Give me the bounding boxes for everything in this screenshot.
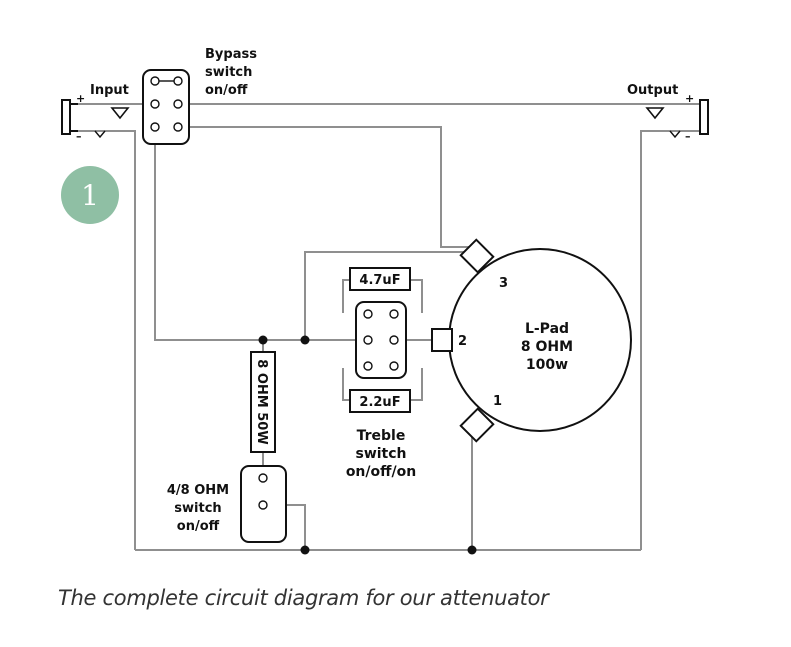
junction-dot [258, 335, 268, 345]
junction-dot [467, 545, 477, 555]
output-plus: + [685, 92, 694, 105]
input-label: Input [90, 83, 129, 98]
step-badge [61, 166, 119, 224]
lpad-terminal-1-label: 1 [493, 394, 502, 409]
lpad-terminal-3-label: 3 [499, 276, 508, 291]
bypass-label-line3: on/off [205, 83, 248, 98]
junction-dot [300, 335, 310, 345]
lpad-terminal-1 [459, 407, 495, 443]
treble-switch [355, 301, 407, 379]
wire-bypass-left [154, 130, 432, 341]
step-badge-number: 1 [81, 179, 99, 212]
wire-cap-top-loop [342, 279, 423, 313]
lpad-terminal-2 [431, 328, 453, 352]
resistor-8ohm [250, 351, 276, 453]
ohm-switch-label-line3: on/off [177, 519, 220, 534]
resistor-label: 8 OHM 50W [254, 359, 269, 444]
input-tip-icon [110, 107, 130, 120]
output-label: Output [627, 83, 678, 98]
figure-caption: The complete circuit diagram for our att… [58, 586, 549, 610]
input-sleeve-icon [94, 130, 106, 139]
capacitor-4-7uF [349, 267, 411, 291]
lpad-label-line3: 100w [526, 357, 568, 373]
wire-treble-feed [304, 251, 466, 340]
lpad-label-line2: 8 OHM [521, 339, 573, 355]
capacitor-2-2uF [349, 389, 411, 413]
lpad [431, 238, 632, 443]
treble-label-line3: on/off/on [346, 464, 416, 480]
output-sleeve-icon [669, 130, 681, 139]
ohm-switch-label-line2: switch [174, 501, 221, 516]
lpad-terminal-2-label: 2 [458, 334, 467, 349]
ohm-switch [240, 465, 287, 543]
ohm-switch-label-line1: 4/8 OHM [167, 483, 229, 498]
junction-dot [300, 545, 310, 555]
cap-bottom-label: 2.2uF [359, 395, 400, 410]
output-minus: – [685, 130, 691, 143]
input-plus: + [76, 92, 85, 105]
bypass-label-line2: switch [205, 65, 252, 80]
output-jack [645, 99, 709, 139]
wire-output-ground [640, 130, 700, 550]
cap-top-label: 4.7uF [359, 273, 400, 288]
wire-cap-bottom-loop [342, 368, 423, 401]
bypass-label-line1: Bypass [205, 47, 257, 62]
input-minus: – [76, 130, 82, 143]
bypass-switch [142, 69, 190, 145]
input-jack [61, 99, 130, 139]
treble-label-line2: switch [355, 446, 406, 462]
wire-input-ground [70, 130, 136, 550]
lpad-label-line1: L-Pad [525, 321, 569, 337]
lpad-terminal-3 [459, 238, 495, 274]
treble-label-line1: Treble [357, 428, 406, 444]
wire-bypass-right [178, 126, 470, 248]
output-tip-icon [645, 107, 665, 120]
circuit-diagram: Input + – Output + – Bypass switch on/of… [61, 47, 709, 555]
